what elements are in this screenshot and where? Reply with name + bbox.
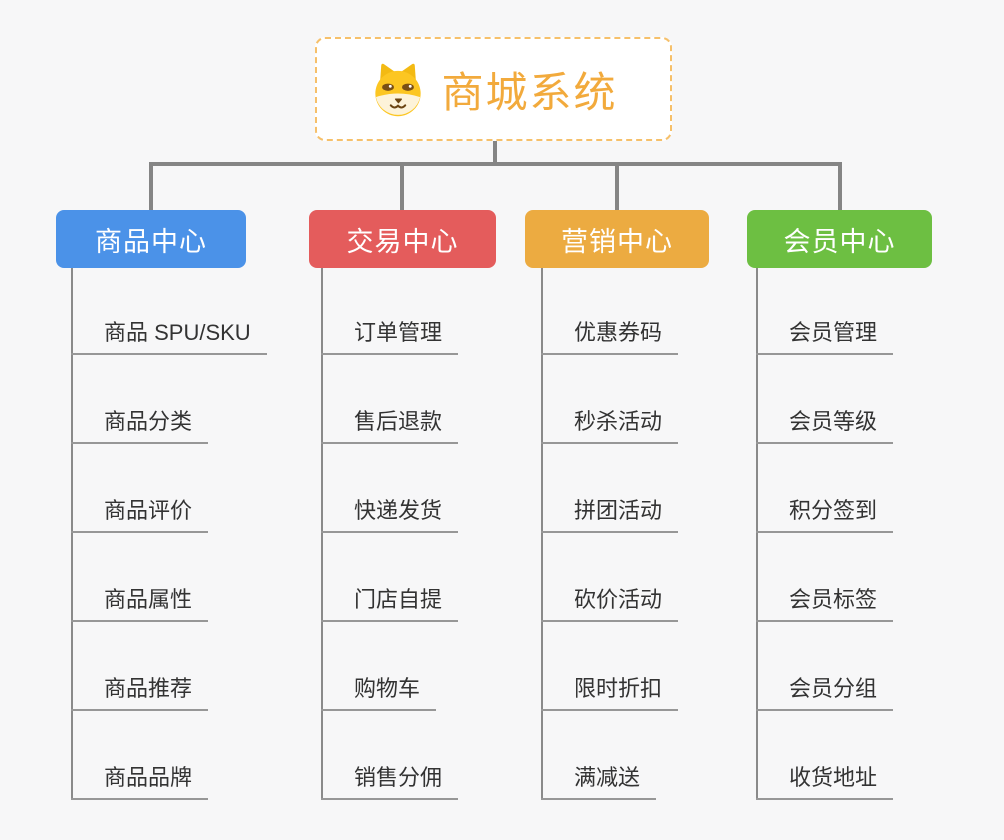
leaf-item[interactable]: 订单管理 (321, 315, 459, 355)
leaf-item[interactable]: 积分签到 (756, 493, 894, 533)
connector-root-stub (493, 141, 497, 166)
connector-trunk-4 (756, 268, 758, 800)
root-node[interactable]: 商城系统 (315, 37, 672, 141)
leaf-column-marketing: 优惠券码 秒杀活动 拼团活动 砍价活动 限时折扣 满减送 (541, 266, 679, 800)
leaf-item[interactable]: 销售分佣 (321, 760, 459, 800)
leaf-item[interactable]: 商品推荐 (71, 671, 209, 711)
connector-stub-2 (400, 162, 404, 210)
connector-stub-4 (838, 162, 842, 210)
leaf-item[interactable]: 商品评价 (71, 493, 209, 533)
leaf-item[interactable]: 拼团活动 (541, 493, 679, 533)
branch-node-trade-center[interactable]: 交易中心 (309, 210, 496, 268)
branch-label: 营销中心 (561, 226, 673, 257)
leaf-item[interactable]: 会员标签 (756, 582, 894, 622)
leaf-item[interactable]: 商品 SPU/SKU (71, 315, 267, 355)
leaf-column-product: 商品 SPU/SKU 商品分类 商品评价 商品属性 商品推荐 商品品牌 (71, 266, 267, 800)
dog-icon (375, 63, 422, 117)
leaf-item[interactable]: 商品品牌 (71, 760, 209, 800)
root-title: 商城系统 (441, 68, 618, 116)
branch-label: 商品中心 (95, 226, 207, 257)
branch-label: 会员中心 (783, 226, 896, 257)
leaf-item[interactable]: 快递发货 (321, 493, 459, 533)
leaf-item[interactable]: 购物车 (321, 671, 437, 711)
connector-bus (149, 162, 842, 166)
leaf-item[interactable]: 秒杀活动 (541, 404, 679, 444)
branch-node-member-center[interactable]: 会员中心 (747, 210, 932, 268)
branch-node-product-center[interactable]: 商品中心 (56, 210, 246, 268)
connector-trunk-1 (71, 268, 73, 800)
leaf-item[interactable]: 优惠券码 (541, 315, 679, 355)
connector-stub-3 (615, 162, 619, 210)
leaf-column-member: 会员管理 会员等级 积分签到 会员标签 会员分组 收货地址 (756, 266, 894, 800)
leaf-item[interactable]: 限时折扣 (541, 671, 679, 711)
leaf-item[interactable]: 商品属性 (71, 582, 209, 622)
leaf-item[interactable]: 门店自提 (321, 582, 459, 622)
branch-label: 交易中心 (346, 226, 459, 257)
leaf-item[interactable]: 会员分组 (756, 671, 894, 711)
leaf-item[interactable]: 商品分类 (71, 404, 209, 444)
connector-trunk-2 (321, 268, 323, 800)
leaf-item[interactable]: 砍价活动 (541, 582, 679, 622)
connector-trunk-3 (541, 268, 543, 800)
connector-stub-1 (149, 162, 153, 210)
leaf-item[interactable]: 会员等级 (756, 404, 894, 444)
leaf-item[interactable]: 满减送 (541, 760, 657, 800)
leaf-column-trade: 订单管理 售后退款 快递发货 门店自提 购物车 销售分佣 (321, 266, 459, 800)
leaf-item[interactable]: 会员管理 (756, 315, 894, 355)
leaf-item[interactable]: 收货地址 (756, 760, 894, 800)
branch-node-marketing-center[interactable]: 营销中心 (525, 210, 709, 268)
leaf-item[interactable]: 售后退款 (321, 404, 459, 444)
